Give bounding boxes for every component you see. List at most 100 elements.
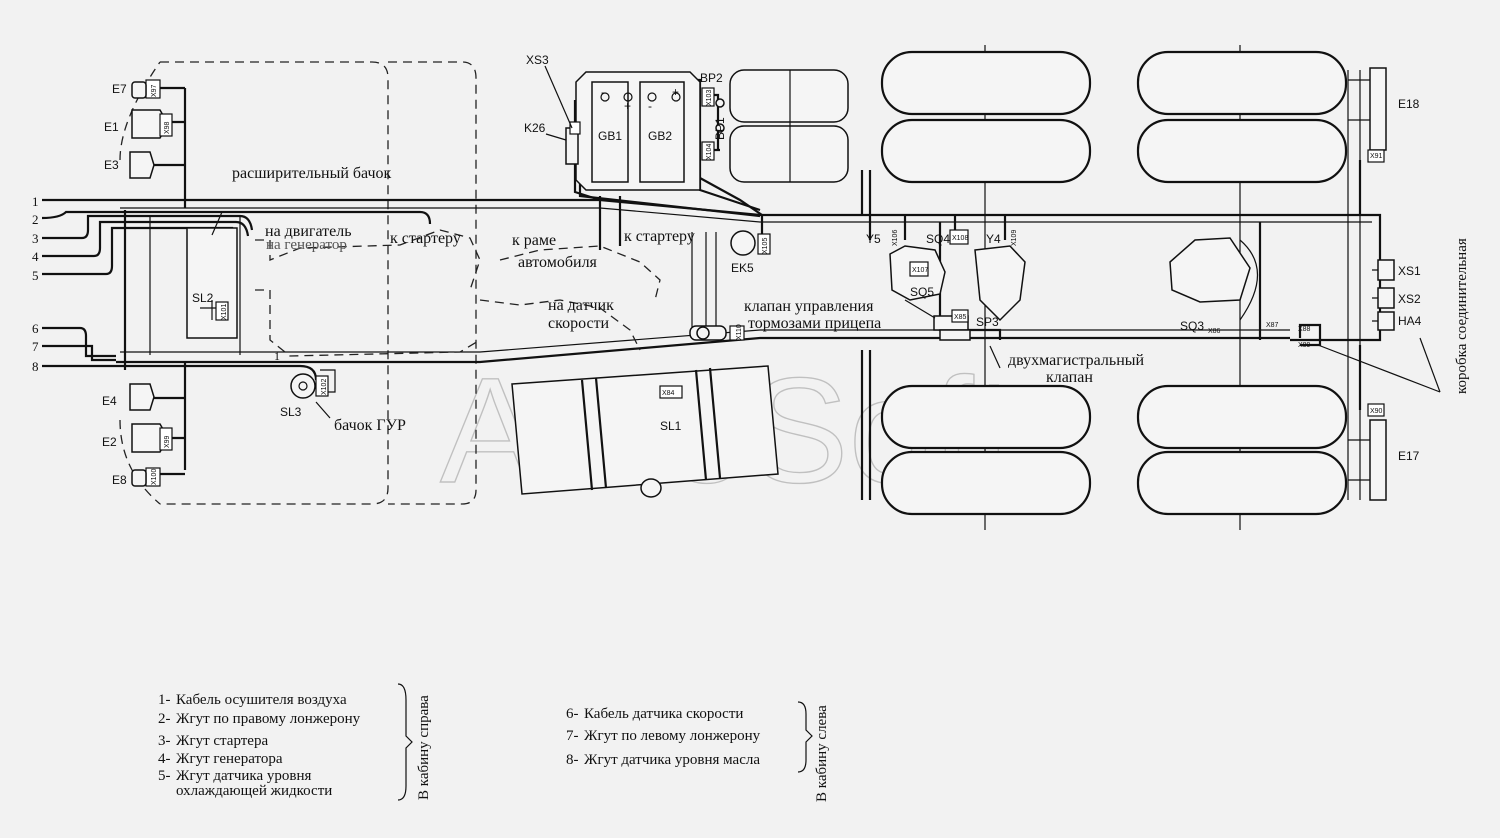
connector-x97: X97 <box>151 84 158 97</box>
legend-right-text-2: Жгут по правому лонжерону <box>176 711 361 727</box>
annotation-junction-box: коробка соединительная <box>1454 238 1470 394</box>
annotation-to-frame-1: к раме <box>512 232 556 249</box>
connector-x104: X104 <box>706 144 713 160</box>
connector-x103: X103 <box>706 90 713 106</box>
expansion-tank <box>186 211 238 339</box>
label-bp2: BP2 <box>700 71 723 85</box>
connector-x86: X86 <box>1208 328 1221 335</box>
tires <box>880 50 1348 516</box>
connector-x101: X101 <box>221 304 228 320</box>
legend-right-text-3: Жгут стартера <box>176 733 268 749</box>
annotation-to-starter-2: к стартеру <box>624 228 695 245</box>
label-e8: E8 <box>112 473 127 487</box>
legend-right-text-5: Жгут датчика уровня <box>176 768 312 784</box>
legend-right-num-4: 4- <box>158 751 171 767</box>
legend-right-text-4: Жгут генератора <box>176 751 283 767</box>
wire-number-7: 7 <box>32 339 39 354</box>
cab-outline <box>119 61 477 505</box>
label-e18: E18 <box>1398 97 1420 111</box>
label-sq4: SQ4 <box>926 232 950 246</box>
connector-x106: X106 <box>892 230 899 246</box>
label-e3: E3 <box>104 158 119 172</box>
label-ha4: HA4 <box>1398 314 1422 328</box>
gb2-plus: + <box>672 85 679 99</box>
rear-lights <box>1367 67 1387 501</box>
differentials <box>889 237 1259 322</box>
gb1-minus: - <box>601 85 605 99</box>
connector-x110: X110 <box>736 324 743 340</box>
frame-rails <box>116 70 1382 500</box>
harness-wires <box>41 78 1362 476</box>
air-receivers <box>701 69 849 183</box>
valves <box>689 229 971 341</box>
annotation-dual-valve-1: двухмагистральный <box>1008 352 1145 369</box>
leader-lines <box>544 65 1441 393</box>
gur-tank <box>290 373 331 419</box>
label-gb2: GB2 <box>648 129 672 143</box>
connector-x99: X99 <box>164 435 171 448</box>
label-sl2: SL2 <box>192 291 214 305</box>
annotation-speed-sensor-2: скорости <box>548 315 610 332</box>
label-k26: K26 <box>524 121 546 135</box>
connector-x107: X107 <box>912 267 928 274</box>
label-gb1: GB1 <box>598 129 622 143</box>
legend-right: 1- Кабель осушителя воздуха 2- Жгут по п… <box>158 683 432 801</box>
annotation-speed-sensor-1: на датчик <box>548 297 614 314</box>
legend-left-num-8: 8- <box>566 752 579 768</box>
wire-number-5: 5 <box>32 268 39 283</box>
label-xs2: XS2 <box>1398 292 1421 306</box>
wire-number-3: 3 <box>32 231 39 246</box>
legend-right-num-3: 3- <box>158 733 171 749</box>
annotation-expansion-tank: расширительный бачок <box>232 165 392 182</box>
connector-x84: X84 <box>662 390 675 397</box>
ek5-heater <box>730 230 771 256</box>
legend-right-num-2: 2- <box>158 711 171 727</box>
connector-x85: X85 <box>954 314 967 321</box>
wire-number-8: 8 <box>32 359 39 374</box>
connector-x88: X88 <box>1298 326 1311 333</box>
connector-x109: X109 <box>1011 230 1018 246</box>
wire-number-6: 6 <box>32 321 39 336</box>
annotation-to-starter-1: к стартеру <box>390 230 461 247</box>
connector-x108: X108 <box>952 235 968 242</box>
label-e2: E2 <box>102 435 117 449</box>
label-xs1: XS1 <box>1398 264 1421 278</box>
wire-number-2: 2 <box>32 212 39 227</box>
legend-left: 6- Кабель датчика скорости 7- Жгут по ле… <box>566 701 830 802</box>
gb2-minus: - <box>648 99 652 113</box>
label-ek5: EK5 <box>731 261 754 275</box>
legend-right-group: В кабину справа <box>416 695 432 800</box>
connector-x89: X89 <box>1298 342 1311 349</box>
connector-x87: X87 <box>1266 322 1279 329</box>
legend-left-text-6: Кабель датчика скорости <box>584 706 743 722</box>
label-y5: Y5 <box>866 232 881 246</box>
annotation-dual-valve-2: клапан <box>1046 369 1093 386</box>
batteries <box>565 71 701 191</box>
legend-right-num-1: 1- <box>158 692 171 708</box>
label-sq3: SQ3 <box>1180 319 1204 333</box>
label-e4: E4 <box>102 394 117 408</box>
label-bp1: BP1 <box>713 117 727 140</box>
label-xs3: XS3 <box>526 53 549 67</box>
connector-x105: X105 <box>762 238 769 254</box>
label-sl3: SL3 <box>280 405 302 419</box>
label-sl1: SL1 <box>660 419 682 433</box>
legend-right-num-5: 5- <box>158 768 171 784</box>
annotation-to-frame-2: автомобиля <box>518 254 598 271</box>
label-e7: E7 <box>112 82 127 96</box>
label-sq5: SQ5 <box>910 285 934 299</box>
wire-number-1: 1 <box>32 194 39 209</box>
legend-left-num-7: 7- <box>566 728 579 744</box>
connector-x102: X102 <box>321 379 328 395</box>
label-e1: E1 <box>104 120 119 134</box>
annotation-wire-one-mark: 1 <box>274 349 280 363</box>
connector-x90: X90 <box>1370 408 1383 415</box>
connector-x98: X98 <box>164 121 171 134</box>
annotation-to-engine: на двигатель <box>265 223 352 240</box>
legend-left-group: В кабину слева <box>814 705 830 802</box>
connector-x100: X100 <box>151 469 158 485</box>
legend-right-text-6: охлаждающей жидкости <box>176 783 332 799</box>
gb1-plus: + <box>624 99 631 113</box>
annotation-gur-tank: бачок ГУР <box>334 417 406 434</box>
label-y4: Y4 <box>986 232 1001 246</box>
